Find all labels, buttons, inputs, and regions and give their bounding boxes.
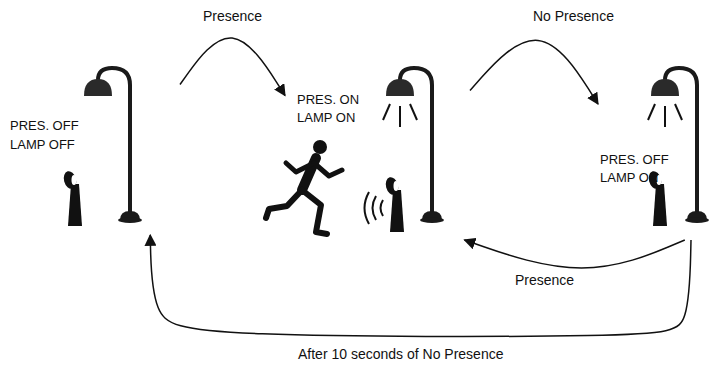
runner-figure (266, 140, 342, 234)
state-label: LAMP OFF (10, 137, 75, 152)
transition-label: Presence (203, 8, 262, 24)
state-label: LAMP ON (600, 170, 658, 185)
state-label: PRES. OFF (10, 118, 79, 133)
sensor-waves (365, 192, 384, 224)
transition-label: After 10 seconds of No Presence (298, 346, 503, 362)
state-group: PRES. OFF LAMP OFF (5, 60, 180, 235)
transition-arrow (180, 38, 285, 96)
state-group: PRES. ON LAMP ON (285, 70, 470, 240)
street-lamp (84, 68, 142, 223)
light-rays (383, 104, 682, 127)
state-group: PRES. OFF LAMP ON (598, 70, 722, 240)
transition-arrow (470, 40, 598, 104)
state-label: PRES. ON (297, 92, 359, 107)
state-label: LAMP ON (297, 110, 355, 125)
state-label: PRES. OFF (600, 152, 669, 167)
transition-arrow (150, 235, 691, 336)
transition-label: No Presence (533, 8, 614, 24)
presence-sensor (62, 170, 82, 226)
transition-label: Presence (515, 272, 574, 288)
transition-arrow (464, 240, 684, 268)
presence-sensor (384, 176, 404, 232)
